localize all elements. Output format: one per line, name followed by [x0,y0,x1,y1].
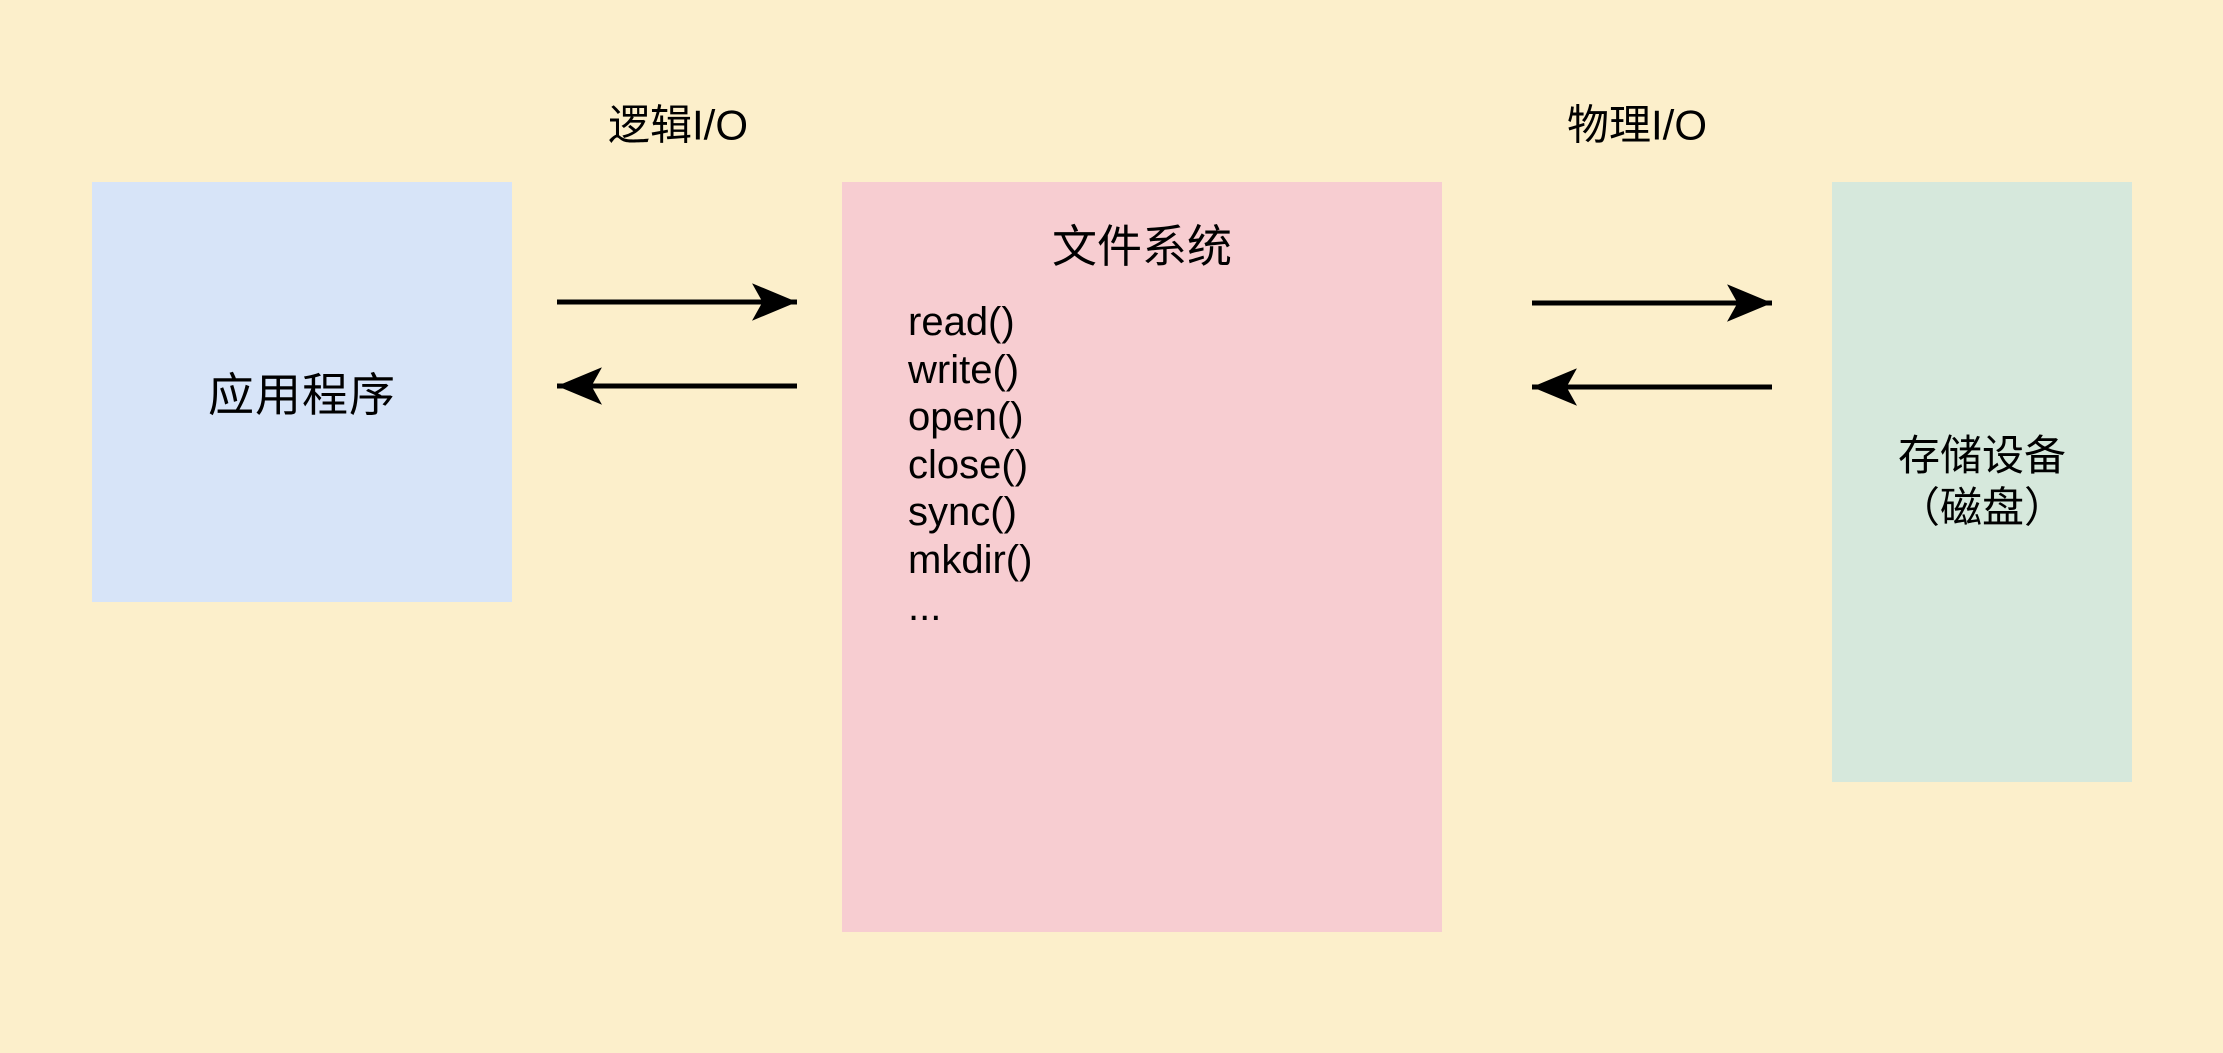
filesystem-function: close() [908,442,1029,487]
filesystem-function: write() [908,347,1020,392]
storage-box-label: 存储设备 （磁盘） [1898,430,2066,535]
storage-box-label-line1: 存储设备 [1897,431,2066,479]
logical-io-label: 逻辑I/O [607,101,749,149]
filesystem-function: mkdir() [908,537,1033,582]
filesystem-function: sync() [908,490,1017,534]
application-box-label: 应用程序 [208,369,396,421]
application-box: 应用程序 [92,182,512,602]
storage-box-label-line2: （磁盘） [1897,484,2066,531]
filesystem-box: 文件系统 read()write()open()close()sync()mkd… [842,182,1442,932]
filesystem-function-list: read()write()open()close()sync()mkdir().… [842,299,1442,632]
storage-box: 存储设备 （磁盘） [1832,182,2132,782]
filesystem-function: open() [908,395,1024,439]
physical-io-label: 物理I/O [1566,101,1708,149]
filesystem-function: ... [908,585,942,629]
filesystem-box-title: 文件系统 [1051,221,1232,272]
filesystem-function: read() [908,300,1015,344]
